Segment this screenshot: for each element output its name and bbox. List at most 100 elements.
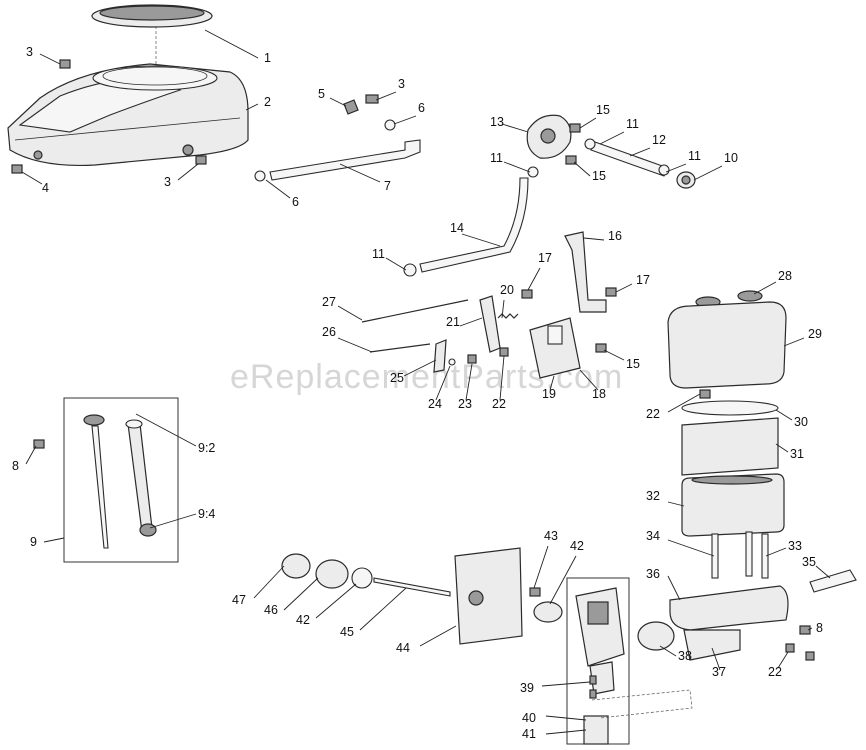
plate-44[interactable] xyxy=(454,547,523,645)
governor-bracket-13[interactable] xyxy=(526,114,572,159)
screw-17-left[interactable] xyxy=(521,289,533,299)
gasket-38[interactable] xyxy=(637,621,675,651)
callout-43[interactable]: 43 xyxy=(544,529,558,543)
callout-39[interactable]: 39 xyxy=(520,681,534,695)
stud-45[interactable] xyxy=(373,577,451,597)
callout-8[interactable]: 8 xyxy=(816,621,823,635)
elbow-37[interactable] xyxy=(683,629,741,661)
stud-33[interactable] xyxy=(711,531,769,579)
callout-18[interactable]: 18 xyxy=(592,387,606,401)
callout-21[interactable]: 21 xyxy=(446,315,460,329)
breather-tube-7[interactable] xyxy=(254,139,421,182)
callout-15[interactable]: 15 xyxy=(592,169,606,183)
callout-11[interactable]: 11 xyxy=(490,151,503,165)
callout-40[interactable]: 40 xyxy=(522,711,536,725)
callout-35[interactable]: 35 xyxy=(802,555,816,569)
callout-16[interactable]: 16 xyxy=(608,229,622,243)
gasket-42-left[interactable] xyxy=(351,567,373,589)
callout-29[interactable]: 29 xyxy=(808,327,822,341)
clamp-6-upper[interactable] xyxy=(384,119,396,131)
callout-17[interactable]: 17 xyxy=(636,273,650,287)
screw-15-low[interactable] xyxy=(595,343,607,353)
callout-6[interactable]: 6 xyxy=(292,195,299,209)
screw-3-lower[interactable] xyxy=(195,155,207,165)
spring-20[interactable] xyxy=(497,313,519,319)
hose-14[interactable] xyxy=(419,177,529,273)
callout-34[interactable]: 34 xyxy=(646,529,660,543)
callout-44[interactable]: 44 xyxy=(396,641,410,655)
spacer-46[interactable] xyxy=(315,559,349,589)
clamp-11-mid[interactable] xyxy=(527,166,539,178)
callout-13[interactable]: 13 xyxy=(490,115,504,129)
callout-10[interactable]: 10 xyxy=(724,151,738,165)
callout-30[interactable]: 30 xyxy=(794,415,808,429)
link-27[interactable] xyxy=(361,299,469,323)
callout-32[interactable]: 32 xyxy=(646,489,660,503)
callout-9-4[interactable]: 9:4 xyxy=(198,507,215,521)
callout-41[interactable]: 41 xyxy=(522,727,536,741)
screw-8-left[interactable] xyxy=(33,439,45,449)
callout-22[interactable]: 22 xyxy=(768,665,782,679)
filter-element-32[interactable] xyxy=(681,473,785,537)
callout-11[interactable]: 11 xyxy=(626,117,639,131)
callout-14[interactable]: 14 xyxy=(450,221,464,235)
precleaner-31[interactable] xyxy=(681,417,779,476)
callout-46[interactable]: 46 xyxy=(264,603,278,617)
dipstick-9[interactable] xyxy=(83,414,109,549)
callout-36[interactable]: 36 xyxy=(646,567,660,581)
plate-25[interactable] xyxy=(433,339,447,373)
clip-5[interactable] xyxy=(343,99,359,115)
control-bracket-19[interactable] xyxy=(529,317,581,379)
callout-24[interactable]: 24 xyxy=(428,397,442,411)
link-26[interactable] xyxy=(369,343,431,353)
rod-12[interactable] xyxy=(584,138,670,177)
callout-22[interactable]: 22 xyxy=(492,397,506,411)
nut-22-lower[interactable] xyxy=(785,643,795,653)
gasket-42-right[interactable] xyxy=(533,601,563,623)
screw-23[interactable] xyxy=(467,354,477,364)
callout-15[interactable]: 15 xyxy=(626,357,640,371)
air-filter-screen[interactable] xyxy=(91,4,213,66)
callout-6[interactable]: 6 xyxy=(418,101,425,115)
callout-15[interactable]: 15 xyxy=(596,103,610,117)
knob-10[interactable] xyxy=(676,171,696,189)
callout-33[interactable]: 33 xyxy=(788,539,802,553)
lever-21[interactable] xyxy=(479,295,501,353)
callout-37[interactable]: 37 xyxy=(712,665,726,679)
callout-2[interactable]: 2 xyxy=(264,95,271,109)
callout-28[interactable]: 28 xyxy=(778,269,792,283)
callout-27[interactable]: 27 xyxy=(322,295,336,309)
callout-1[interactable]: 1 xyxy=(264,51,271,65)
screw-15-mid[interactable] xyxy=(565,155,577,165)
callout-4[interactable]: 4 xyxy=(42,181,49,195)
callout-8[interactable]: 8 xyxy=(12,459,19,473)
callout-11[interactable]: 11 xyxy=(688,149,701,163)
washer-24[interactable] xyxy=(448,358,456,366)
callout-5[interactable]: 5 xyxy=(318,87,325,101)
nut-22-right[interactable] xyxy=(699,389,711,399)
callout-17[interactable]: 17 xyxy=(538,251,552,265)
nut-22-mid[interactable] xyxy=(499,347,509,357)
callout-42[interactable]: 42 xyxy=(570,539,584,553)
screw-3-left[interactable] xyxy=(59,59,71,69)
callout-12[interactable]: 12 xyxy=(652,133,666,147)
gasket-30[interactable] xyxy=(681,400,779,416)
callout-31[interactable]: 31 xyxy=(790,447,804,461)
callout-3[interactable]: 3 xyxy=(398,77,405,91)
dipstick-tube-9-2[interactable] xyxy=(125,419,153,533)
callout-47[interactable]: 47 xyxy=(232,593,246,607)
callout-22[interactable]: 22 xyxy=(646,407,660,421)
callout-11[interactable]: 11 xyxy=(372,247,385,261)
bracket-16[interactable] xyxy=(564,231,607,313)
screw-15-top[interactable] xyxy=(569,123,581,133)
callout-23[interactable]: 23 xyxy=(458,397,472,411)
screw-8-right[interactable] xyxy=(799,625,811,635)
clamp-11-lower[interactable] xyxy=(403,263,417,277)
cover-29[interactable] xyxy=(667,301,787,389)
callout-19[interactable]: 19 xyxy=(542,387,556,401)
fuel-bowl-40-41[interactable] xyxy=(583,715,609,745)
callout-9[interactable]: 9 xyxy=(30,535,37,549)
seal-9-4[interactable] xyxy=(139,523,157,537)
callout-45[interactable]: 45 xyxy=(340,625,354,639)
callout-26[interactable]: 26 xyxy=(322,325,336,339)
